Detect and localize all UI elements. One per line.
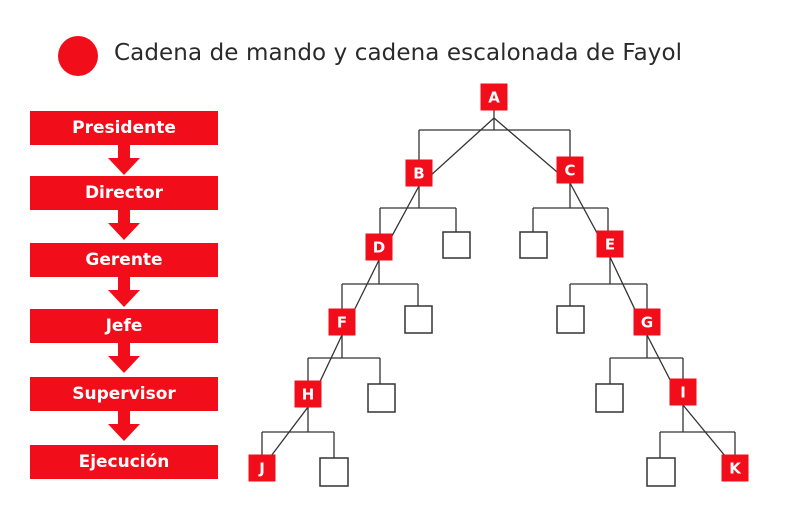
arrow-down-icon [108,276,140,307]
node-label: J [258,460,265,478]
empty-position-box [442,231,471,259]
rank-ejecucion: Ejecución [30,445,218,479]
node-f: F [328,308,356,336]
arrow-down-icon [108,209,140,240]
title-bullet [58,36,98,76]
node-box [721,454,749,482]
node-box [480,83,508,111]
arrow-down-icon [108,342,140,373]
arrow-down-icon [108,144,140,175]
node-a: A [480,83,508,111]
rank-presidente: Presidente [30,111,218,145]
node-box [294,380,322,408]
red-nodes: A B C D E F G H I J K [248,83,749,482]
gangplank-left [261,117,495,469]
node-box [328,308,356,336]
node-c: C [556,156,584,184]
node-label: I [680,384,686,402]
node-i: I [669,378,697,406]
empty-position-box [404,305,433,334]
node-label: F [337,314,347,332]
node-box [405,159,433,187]
empty-position-box [556,305,585,334]
node-h: H [294,380,322,408]
node-d: D [365,233,393,261]
empty-position-box [646,457,676,487]
gangplank-lines [261,117,736,469]
node-label: B [413,165,424,183]
node-k: K [721,454,749,482]
empty-boxes [319,231,676,487]
node-label: H [302,386,315,404]
node-label: G [641,314,653,332]
rank-supervisor: Supervisor [30,377,218,411]
node-box [669,378,697,406]
rank-jefe: Jefe [30,309,218,343]
empty-position-box [367,383,396,413]
rank-gerente: Gerente [30,243,218,277]
node-b: B [405,159,433,187]
tree-connectors [261,108,736,458]
rank-director: Director [30,176,218,210]
node-e: E [596,230,624,258]
empty-position-box [519,231,548,259]
node-label: K [729,460,742,478]
node-box [596,230,624,258]
node-j: J [248,454,276,482]
node-box [365,233,393,261]
node-box [556,156,584,184]
page-title: Cadena de mando y cadena escalonada de F… [114,40,683,66]
node-g: G [633,308,661,336]
empty-position-box [595,383,624,413]
node-label: D [373,239,385,257]
gangplank-right [493,117,736,469]
node-box [633,308,661,336]
node-label: A [488,89,500,107]
node-label: E [605,236,615,254]
empty-position-box [319,457,349,487]
node-label: C [564,162,575,180]
arrow-down-icon [108,410,140,441]
node-box [248,454,276,482]
